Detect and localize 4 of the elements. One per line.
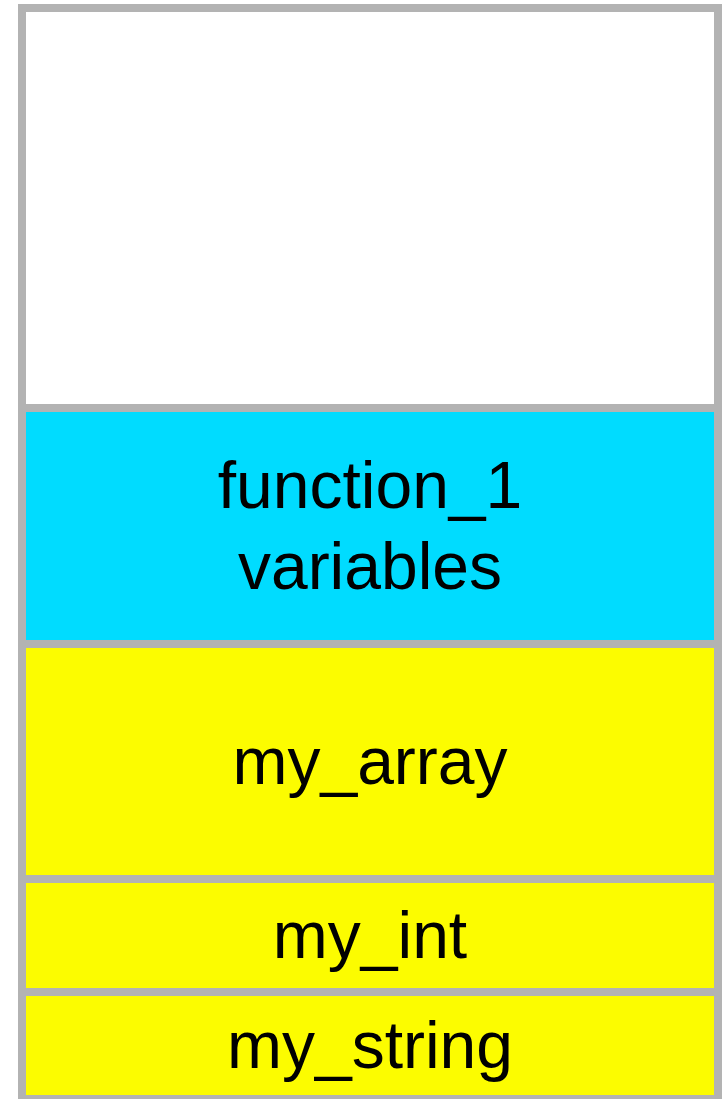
variable-label: my_int <box>272 897 468 975</box>
variable-label: my_array <box>232 723 508 801</box>
variable-label: my_string <box>226 1007 514 1085</box>
variable-label: function_1 variables <box>216 447 524 605</box>
